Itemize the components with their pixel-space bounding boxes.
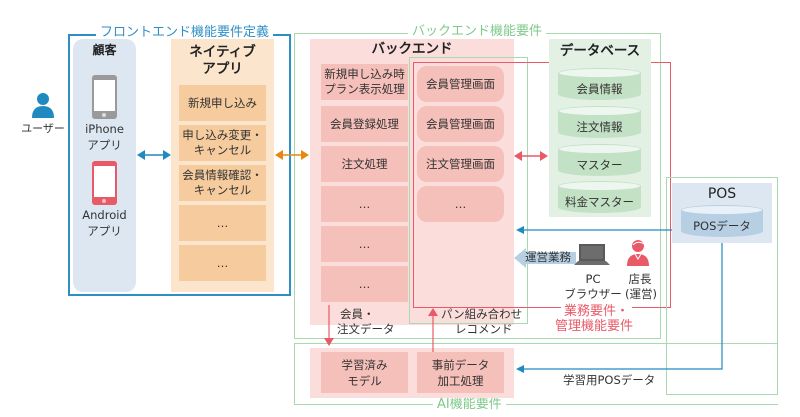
iphone-sub-label: アプリ: [87, 138, 122, 152]
backend-item-order-processing: 注文処理: [321, 146, 408, 182]
database-title: データベース: [559, 43, 641, 59]
ai-frame-label: AI機能要件: [433, 398, 506, 412]
customer-panel: 顧客 iPhone アプリ Android アプリ: [73, 39, 136, 292]
person-icon: [32, 93, 54, 118]
operations-arrow-label: 運営業務: [525, 250, 571, 264]
user-actor: ユーザー: [18, 92, 68, 142]
flow-down-label-line1: 会員・: [340, 307, 375, 321]
operations-frame-label-line2: 管理機能要件: [555, 319, 634, 334]
pc-label-line1: PC: [585, 272, 601, 286]
backend-frame-label: バックエンド機能要件: [408, 25, 547, 39]
android-sub-label: アプリ: [87, 224, 122, 238]
iphone-device: [92, 75, 117, 119]
native-app-title-line1: ネイティブ: [189, 44, 256, 60]
native-item-member-info-cancel: 会員情報確認・キャンセル: [179, 165, 266, 201]
manager-label-line1: 店長: [628, 272, 652, 286]
operations-frame-label-line1: 業務要件・: [561, 304, 633, 319]
backend-item-more-2: …: [321, 226, 408, 262]
manager-label-line2: (運営): [625, 287, 657, 301]
backend-title: バックエンド: [371, 41, 453, 57]
frontend-frame-label: フロントエンド機能要件定義: [96, 26, 274, 40]
native-app-title-line2: アプリ: [202, 61, 243, 77]
ai-item-trained-model: 学習済みモデル: [321, 352, 408, 393]
db-price-master: 料金マスター: [558, 181, 641, 213]
android-device: [92, 161, 117, 205]
flow-up-label-line2: レコメンド: [455, 322, 513, 336]
db-master: マスター: [558, 144, 641, 176]
ai-item-preprocessing: 事前データ加工処理: [417, 352, 504, 393]
mgmt-item-more: …: [417, 186, 504, 222]
pc-label-line2: ブラウザー: [564, 287, 622, 301]
android-label: Android: [82, 208, 127, 222]
user-label: ユーザー: [21, 122, 65, 135]
native-app-panel: ネイティブ アプリ 新規申し込み 申し込み変更・キャンセル 会員情報確認・キャン…: [171, 39, 274, 292]
customer-title: 顧客: [92, 43, 117, 57]
backend-item-more-3: …: [321, 266, 408, 302]
native-item-more-2: …: [179, 245, 266, 281]
db-order-info: 注文情報: [558, 106, 641, 138]
management-green-frame: [409, 57, 528, 324]
flow-down-label-line2: 注文データ: [337, 322, 395, 336]
pos-training-label: 学習用POSデータ: [563, 373, 656, 387]
flow-up-label-line1: パン組み合わせ: [441, 307, 523, 321]
pos-title: POS: [707, 186, 737, 202]
mgmt-item-order: 注文管理画面: [417, 146, 504, 182]
backend-item-member-registration: 会員登録処理: [321, 106, 408, 142]
backend-item-more-1: …: [321, 186, 408, 222]
db-member-info: 会員情報: [558, 68, 641, 100]
pos-data-cylinder: POSデータ: [681, 205, 763, 237]
iphone-label: iPhone: [85, 122, 124, 136]
native-item-new-application: 新規申し込み: [179, 85, 266, 121]
mgmt-item-member-2: 会員管理画面: [417, 106, 504, 142]
native-item-change-cancel: 申し込み変更・キャンセル: [179, 125, 266, 161]
backend-item-plan-display: 新規申し込み時プラン表示処理: [321, 64, 408, 100]
native-item-more-1: …: [179, 205, 266, 241]
mgmt-item-member-1: 会員管理画面: [417, 66, 504, 102]
